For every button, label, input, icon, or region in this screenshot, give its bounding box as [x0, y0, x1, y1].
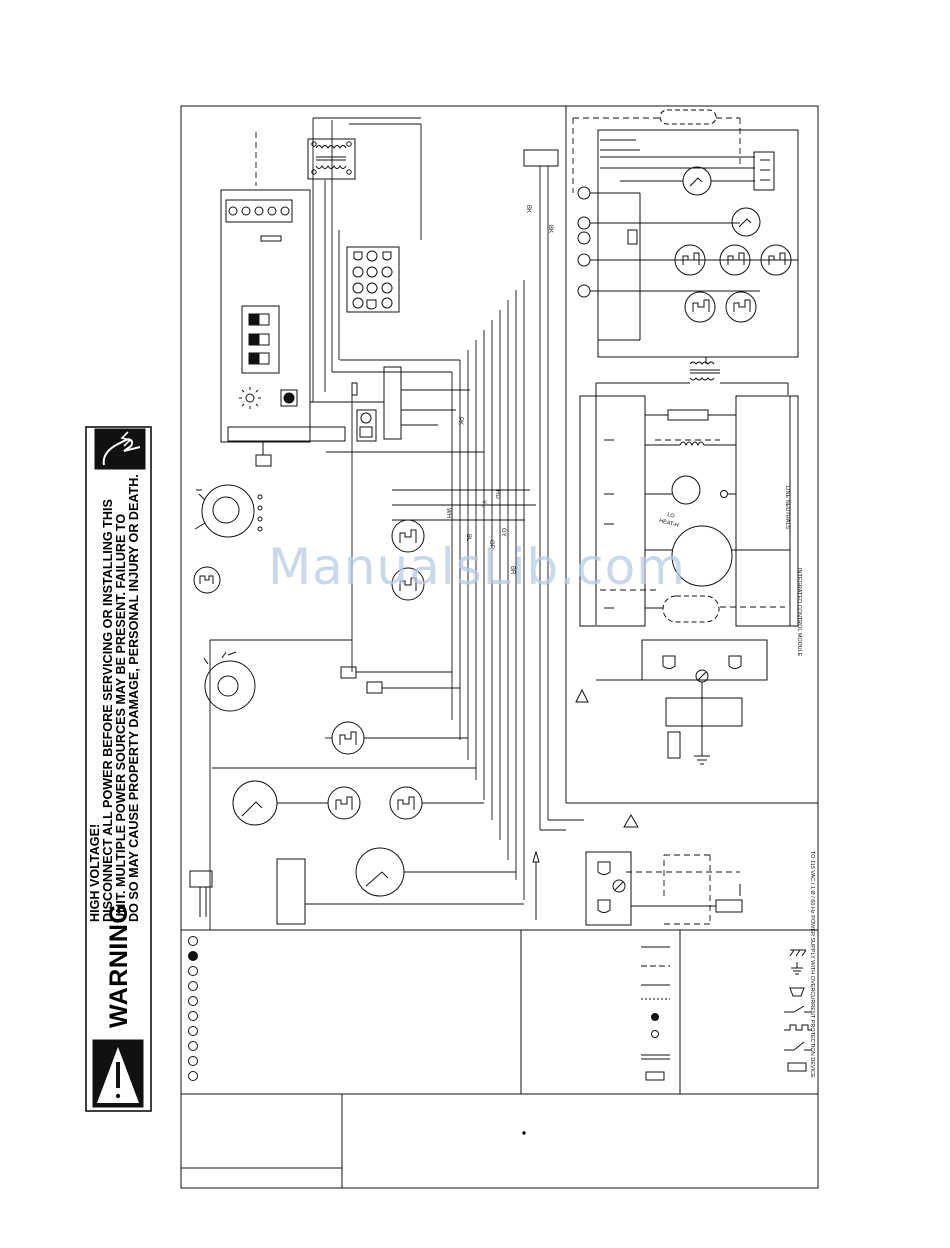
wire-label-rd: RD [494, 490, 500, 499]
diagram-frame [180, 105, 819, 1189]
wire-label-bk-1: BK [525, 205, 531, 214]
wire-label-pk: PK [457, 417, 463, 426]
warning-title: WARNING [105, 903, 133, 1028]
line-neutrals-label: LINE NEUTRALS [784, 486, 790, 530]
power-supply-label: TO 115 VAC / 1 Ø / 60 Hz POWER SUPPLY WI… [809, 851, 815, 1078]
control-board [220, 189, 311, 443]
integrated-control-module-label: INTEGRATED CONTROL MODULE [796, 568, 802, 657]
wire-label-wh: WH [445, 508, 451, 518]
wire-label-gy: GY [500, 528, 506, 537]
warning-line-4: DO SO MAY CAUSE PROPERTY DAMAGE, PERSONA… [127, 474, 141, 922]
wire-label-yl: YL [480, 500, 486, 508]
warning-label-box [85, 426, 152, 1112]
wire-label-bk-2: BK [547, 225, 553, 234]
watermark: ManualsLib.com [268, 538, 686, 596]
